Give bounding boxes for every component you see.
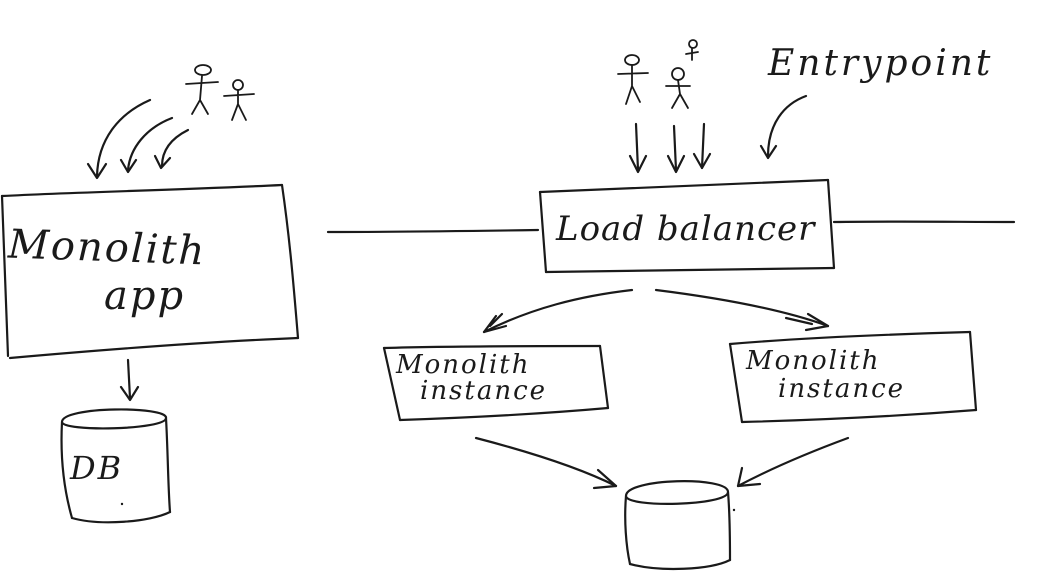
instance-a-label-line1: Monolith xyxy=(396,350,531,380)
stick-figure-icon xyxy=(223,79,255,121)
lb-request-arrows xyxy=(628,122,712,174)
instance-b-label-line1: Monolith xyxy=(746,346,881,376)
stick-figure-icon xyxy=(665,39,699,109)
monolith-instance-a-box xyxy=(382,344,610,422)
entrypoint-arrow xyxy=(759,94,808,160)
instance-b-label-line2: instance xyxy=(778,374,906,404)
left-users-icon xyxy=(185,64,255,121)
connector-lines xyxy=(326,220,1016,234)
ink-dot xyxy=(732,508,736,512)
shared-db-cylinder-icon xyxy=(624,480,732,570)
monolith-app-label-line1: Monolith xyxy=(7,221,208,275)
left-request-arrows xyxy=(86,98,190,180)
instance-a-label-line2: instance xyxy=(420,376,548,406)
app-to-db-arrow xyxy=(119,358,140,402)
ink-dot xyxy=(120,502,124,506)
stick-figure-icon xyxy=(617,54,649,105)
entrypoint-label: Entrypoint xyxy=(768,43,994,84)
monolith-instance-b-box xyxy=(728,330,978,424)
instances-to-db-arrows xyxy=(474,436,850,490)
right-users-icon xyxy=(617,39,699,109)
lb-to-instances-arrows xyxy=(482,288,830,334)
monolith-app-label-line2: app xyxy=(104,273,186,319)
db-label: DB xyxy=(70,449,124,487)
monolith-app-box xyxy=(0,183,300,360)
load-balancer-box xyxy=(538,178,836,274)
stick-figure-icon xyxy=(185,64,219,115)
db-cylinder-icon xyxy=(60,408,172,524)
load-balancer-label: Load balancer xyxy=(556,209,816,249)
